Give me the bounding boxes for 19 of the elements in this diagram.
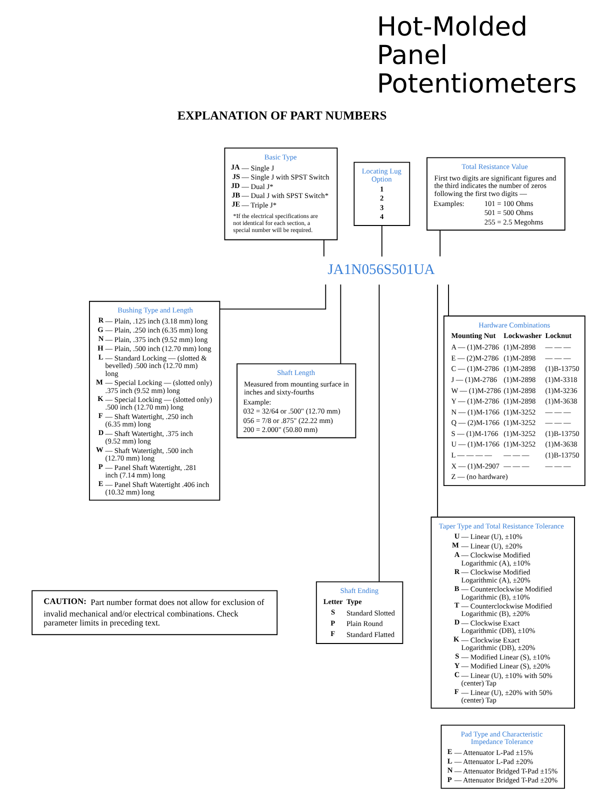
node-box: Taper Type and Total Resistance Tolerance U — Linear (U), ±10% M — Linear (U), ±20% A — Clockwise Modified Logarithmic (A), ±10% R — Clockwise Modified Logarithmic (A), ±20% B — Counterclockwise Modified Logarithmic (B), ±10% T — Counterclockwise Modified Logarithmic (B), ±20% D — Clockwise Exact Logarithmic (DB), ±10% K — Clockwise Exact Logarithmic (DB), ±20% S — Modified Linear (S), ±10% Y — Modified Linear (S), ±20% C — Linear (U), ±10% with 50% (center) Tap F — Linear (U), ±20% with 50% (center) Tap bbox=[430, 516, 574, 709]
node-box: Pad Type and Characteristic Impedance Tolerance E — Attenuator L-Pad ±15% L — Attenuator L-Pad ±20% N — Attenuator Bridged T-Pad ±15% P — Attenuator Bridged T-Pad ±20% bbox=[440, 724, 564, 789]
connector bbox=[436, 284, 438, 518]
connector bbox=[439, 230, 440, 257]
node-box: Shaft Ending Letter Type S Standard Slotted P Plain Round F Standard Flatted bbox=[315, 581, 403, 644]
diagram-title: Hot-Molded Panel Potentiometers bbox=[376, 12, 576, 100]
connector bbox=[378, 284, 380, 582]
node-box: Hardware Combinations Mounting Nut Lockwasher Locknut A — (1)M-2786 (1)M-2898 — — — E — (2)M-2786 (1)M-2898 — — — C — (1)M-2786 (1)M-2898 (1)B-13750 J — (1)M-2786 (1)M-2898 (1)M-3318 W — (1)M-2786 (1)M-2898 (1)M-3236 Y — (1)M-2786 (1)M-2898 (1)M-3638 N — (1)M-1766 (1)M-3252 — — — Q — (2)M-1766 (1)M-3252 — — — S — (1)M-1766 (1)M-3252 (1)B-13750 U — (1)M-1766 (1)M-3252 (1)M-3638 L — — — — — — — (1)B-13750 X — (1)M-2907 — — — — — — Z — (no hardware) bbox=[442, 316, 585, 486]
node-box: CAUTION: Part number format does not allow for exclusion of invalid mechanical and/or electrical combinations. Check parameter limits in preceding text. bbox=[31, 590, 278, 636]
connector bbox=[380, 225, 382, 258]
node-box: Shaft Length Measured from mounting surface in inches and sixty-fourths Example: 032 = 32/64 or .500" (12.70 mm) 056 = 7/8 or .875" (22.22 mm) 200 = 2.000" (50.80 mm) bbox=[236, 363, 356, 438]
connector bbox=[322, 239, 324, 257]
node-box: Bushing Type and Length R — Plain, .125 inch (3.18 mm) long G — Plain, .250 inch (6.35 mm) long N — Plain, .375 inch (9.52 mm) long H — Plain, .500 inch (12.70 mm) long L — Standard Locking — (slotted & bevelled) .500 inch (12.70 mm) long M — Special Locking — (slotted only) .375 inch (9.52 mm) long K — Special Locking — (slotted only) .500 inch (12.70 mm) long F — Shaft Watertight, .250 inch (6.35 mm) long D — Shaft Watertight, .375 inch (9.52 mm) long W — Shaft Watertight, .500 inch (12.70 mm) long P — Panel Shaft Watertight, .281 inch (7.14 mm) long E — Panel Shaft Watertight .406 inch (10.32 mm) long bbox=[88, 300, 220, 501]
node-text: JA1N056S501UA bbox=[327, 262, 434, 278]
connector bbox=[340, 284, 341, 364]
label: EXPLANATION OF PART NUMBERS bbox=[176, 108, 386, 122]
connector bbox=[218, 284, 326, 310]
node-box: Locating Lug Option 1 2 3 4 bbox=[353, 162, 410, 226]
node-box: Total Resistance Value First two digits are significant figures and the third indicates the number of zeros following the first two digits — Examples: 101 = 100 Ohms 501 = 500 Ohms 255 = 2.5 Megohms bbox=[426, 157, 565, 231]
